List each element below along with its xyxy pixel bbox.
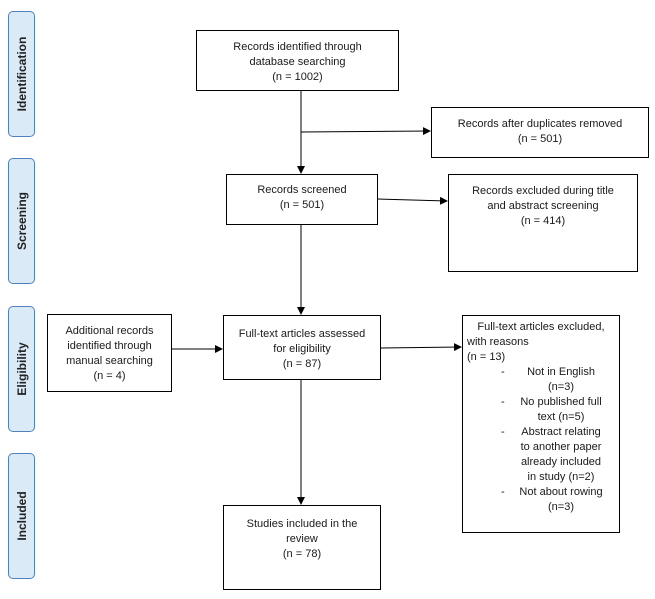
box-line: No published full [520,396,602,408]
box-line: Records after duplicates removed [457,118,623,130]
box-line: with reasons [467,336,529,348]
stage-label: Screening [14,191,29,251]
box-line: Not in English [527,366,595,378]
box-line: (n = 13) [467,351,506,363]
box-line: Records screened [257,184,347,196]
records-after-duplicates-box: Records after duplicates removed (n = 50… [431,107,649,158]
stage-identification: Identification [8,11,35,137]
arrow-fulltext-to-excluded [380,343,462,352]
stage-eligibility: Eligibility [8,306,35,432]
stage-included: Included [8,453,35,579]
records-screened-box: Records screened (n = 501) [226,174,378,225]
list-item: - Not in English (n=3) [467,365,615,395]
box-line: for eligibility [273,343,331,355]
list-dash: - [501,486,505,498]
box-line: Abstract relating [521,426,601,438]
list-item: - No published full text (n=5) [467,395,615,425]
stage-label: Identification [14,36,29,112]
additional-records-box: Additional records identified through ma… [47,314,172,392]
box-line: Full-text articles assessed [238,328,366,340]
list-dash: - [501,426,505,438]
box-line: (n = 1002) [272,71,323,83]
exclusion-reasons-list: - Not in English (n=3) - No published fu… [467,365,615,515]
box-line: Studies included in the [246,518,358,530]
records-identified-box: Records identified through database sear… [196,30,399,91]
box-line: text (n=5) [537,411,585,423]
fulltext-excluded-box: Full-text articles excluded, with reason… [462,315,620,533]
box-line: and abstract screening [487,200,599,212]
list-dash: - [501,396,505,408]
stage-label: Included [14,491,29,541]
box-line: (n = 78) [282,548,322,560]
arrow-to-duplicates [300,127,431,136]
box-line: Additional records [65,325,154,337]
stage-label: Eligibility [14,342,29,396]
box-line: identified through [67,340,152,352]
list-dash: - [501,366,505,378]
box-line: (n = 414) [520,215,566,227]
box-line: review [286,533,318,545]
list-item: - Abstract relating to another paper alr… [467,425,615,485]
stage-screening: Screening [8,158,35,284]
list-item: - Not about rowing (n=3) [467,485,615,515]
box-line: (n=3) [548,501,574,513]
records-excluded-screening-box: Records excluded during title and abstra… [448,174,638,272]
box-line: already included [520,456,602,468]
box-line: database searching [249,56,346,68]
box-line: Records identified through [233,41,362,53]
box-line: in study (n=2) [527,471,595,483]
box-line: Records excluded during title [472,185,614,197]
box-line: Full-text articles excluded, [477,321,605,333]
box-line: manual searching [66,355,153,367]
studies-included-box: Studies included in the review (n = 78) [223,505,381,590]
box-line: (n = 501) [279,199,325,211]
box-line: (n=3) [548,381,574,393]
box-line: (n = 501) [517,133,563,145]
arrow-screened-to-excluded [377,196,448,205]
box-line: to another paper [520,441,602,453]
box-line: Not about rowing [519,486,603,498]
fulltext-assessed-box: Full-text articles assessed for eligibil… [223,315,381,380]
box-line: (n = 4) [93,370,126,382]
box-line: (n = 87) [282,358,322,370]
